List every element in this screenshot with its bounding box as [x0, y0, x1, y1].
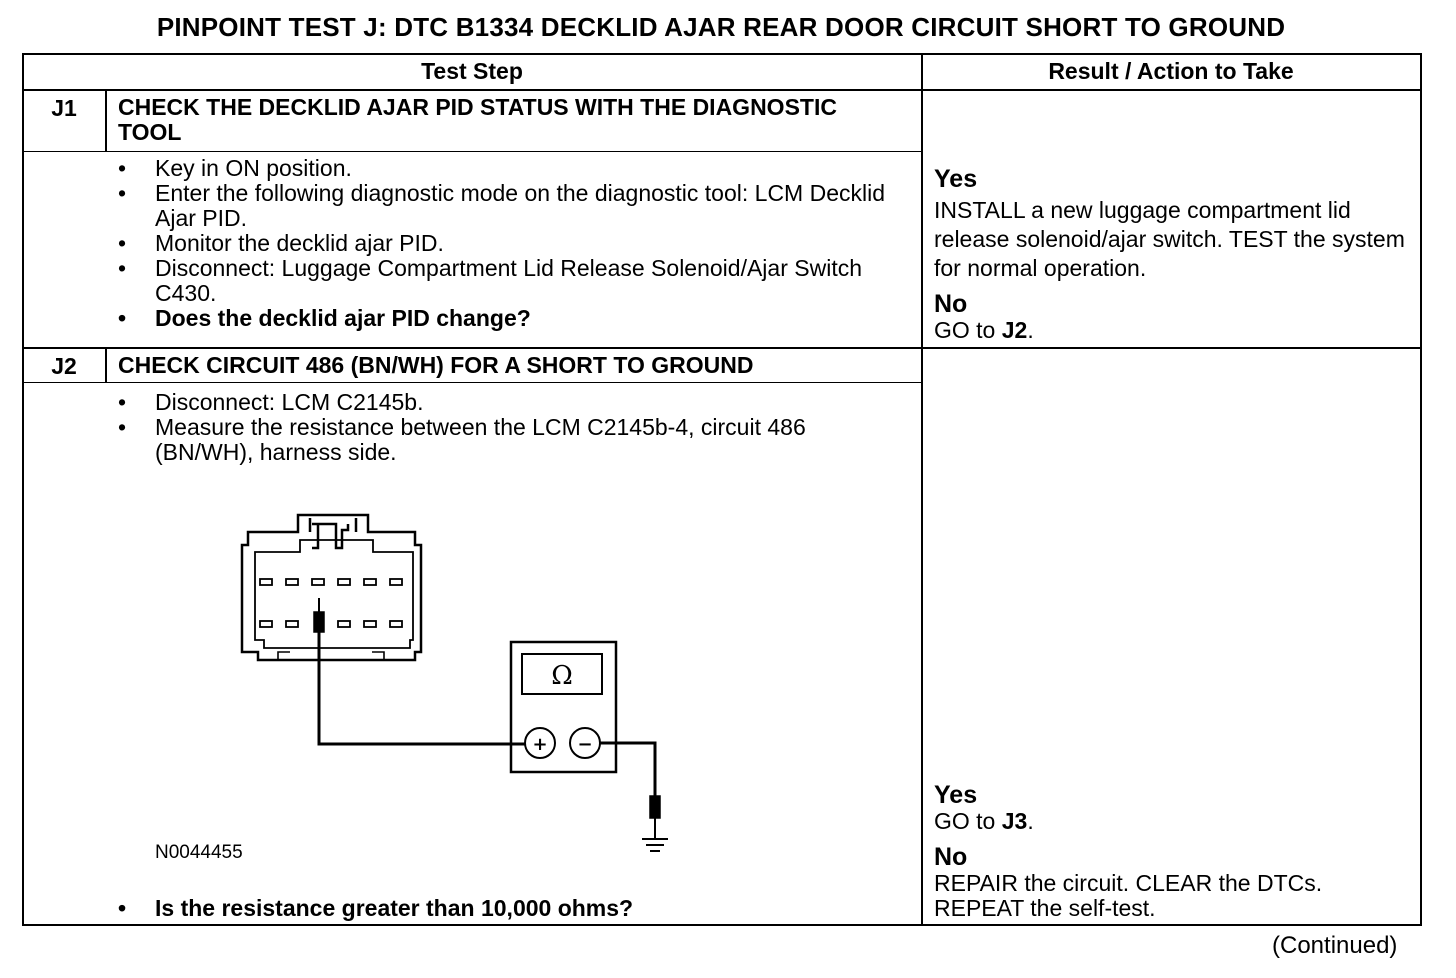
j1-id-divider: [105, 89, 107, 151]
j1-yes-text: INSTALL a new luggage compartment lid re…: [934, 197, 1405, 281]
table-border-bottom: [22, 924, 1422, 926]
step-question-j2: Is the resistance greater than 10,000 oh…: [118, 896, 898, 922]
connector-body: [240, 513, 423, 662]
list-item: Key in ON position.: [118, 156, 898, 182]
list-item: Disconnect: Luggage Compartment Lid Rele…: [118, 256, 898, 306]
j2-no-text: REPAIR the circuit. CLEAR the DTCs. REPE…: [934, 870, 1323, 921]
step-question-j1: Does the decklid ajar PID change?: [118, 306, 898, 332]
j1-no-suffix: .: [1027, 317, 1034, 343]
j1-title-divider: [22, 151, 922, 152]
j1-yes-label: Yes: [934, 165, 978, 193]
column-divider: [921, 53, 923, 926]
list-item: Measure the resistance between the LCM C…: [118, 415, 898, 465]
j2-yes-ref: J3: [1001, 808, 1028, 834]
list-item: Monitor the decklid ajar PID.: [118, 231, 898, 257]
table-border-right: [1420, 53, 1422, 926]
row-divider: [22, 347, 1422, 349]
test-probe: [313, 598, 526, 746]
table-border-top: [22, 53, 1422, 55]
ohm-symbol: Ω: [551, 661, 573, 691]
connector-pins-row2: [259, 620, 403, 628]
ground-lead: [600, 741, 661, 838]
figure-code: N0044455: [155, 842, 243, 863]
step-list-j1: Key in ON position. Enter the following …: [118, 156, 898, 332]
j2-no-label: No: [934, 843, 968, 871]
ground-icon: [642, 838, 668, 852]
j1-no-label: No: [934, 290, 968, 318]
j2-yes-prefix: GO to: [934, 808, 1002, 834]
list-item: Disconnect: LCM C2145b.: [118, 390, 898, 416]
j2-title-divider: [22, 382, 922, 383]
header-test-step: Test Step: [421, 58, 523, 84]
plus-terminal: +: [532, 734, 547, 755]
j2-yes-label: Yes: [934, 781, 978, 809]
step-title-j2: CHECK CIRCUIT 486 (BN/WH) FOR A SHORT TO…: [118, 352, 754, 378]
header-divider: [22, 89, 1422, 91]
step-title-j1: CHECK THE DECKLID AJAR PID STATUS WITH T…: [118, 94, 837, 145]
j2-id-divider: [105, 348, 107, 382]
page-title: PINPOINT TEST J: DTC B1334 DECKLID AJAR …: [156, 12, 1286, 42]
step-list-j2: Disconnect: LCM C2145b. Measure the resi…: [118, 390, 898, 465]
minus-terminal: −: [577, 734, 592, 755]
j1-no-prefix: GO to: [934, 317, 1002, 343]
j2-yes-suffix: .: [1027, 808, 1034, 834]
j1-no-action: GO to J2.: [934, 318, 1034, 343]
connector-pins-row1: [259, 578, 403, 586]
continued-note: (Continued): [1272, 932, 1398, 959]
header-result: Result / Action to Take: [1048, 58, 1294, 84]
j1-no-ref: J2: [1001, 317, 1028, 343]
j2-yes-action: GO to J3.: [934, 809, 1034, 834]
list-item: Enter the following diagnostic mode on t…: [118, 181, 898, 231]
step-question-list-j2: Is the resistance greater than 10,000 oh…: [118, 896, 898, 922]
step-id-j1: J1: [51, 95, 77, 121]
table-border-left: [22, 53, 24, 926]
step-id-j2: J2: [51, 353, 77, 379]
